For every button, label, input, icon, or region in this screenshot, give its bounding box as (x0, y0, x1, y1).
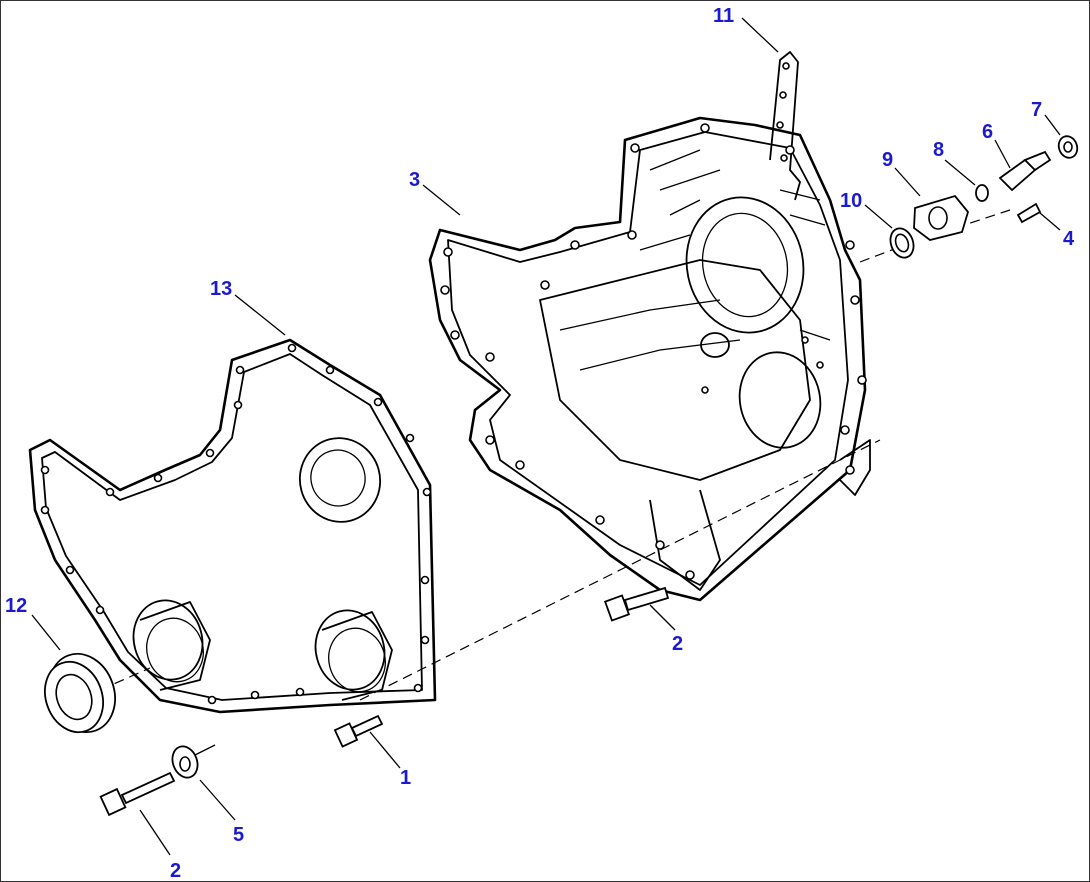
part-9-adapter-plate (913, 194, 969, 241)
part-11-gasket-strip (769, 51, 801, 201)
callout-13: 13 (210, 278, 232, 300)
callout-10: 10 (840, 190, 862, 212)
part-10-o-ring (889, 227, 915, 259)
part-3-gear-housing (428, 116, 871, 602)
callout-11: 11 (713, 5, 734, 27)
callout-2-center: 2 (672, 633, 683, 655)
part-4-screw (1016, 202, 1042, 224)
part-12-oil-seal (44, 652, 116, 734)
callout-1: 1 (400, 767, 411, 789)
part-2-bolt-bottom (99, 771, 176, 817)
callout-6: 6 (982, 121, 993, 143)
callout-7: 7 (1031, 99, 1042, 121)
callout-4: 4 (1063, 228, 1075, 250)
part-5-washer (171, 744, 216, 779)
callout-8: 8 (933, 139, 944, 161)
assembly-axis-lines (99, 209, 1011, 701)
callout-5: 5 (233, 824, 244, 846)
part-1-bolt (333, 714, 384, 748)
part-2-bolt-center (603, 586, 670, 622)
callout-labels: 11 3 13 12 1 2 5 2 10 9 8 6 7 4 (5, 5, 1075, 882)
callout-2-bottom: 2 (170, 860, 181, 882)
part-13-front-cover (28, 338, 437, 714)
part-8-washer (975, 184, 989, 202)
part-7-clip (1057, 135, 1079, 159)
callout-9: 9 (882, 149, 893, 171)
callout-12: 12 (5, 595, 27, 617)
callout-3: 3 (409, 169, 420, 191)
part-6-sensor (998, 150, 1052, 192)
leader-lines (31, 17, 1061, 856)
